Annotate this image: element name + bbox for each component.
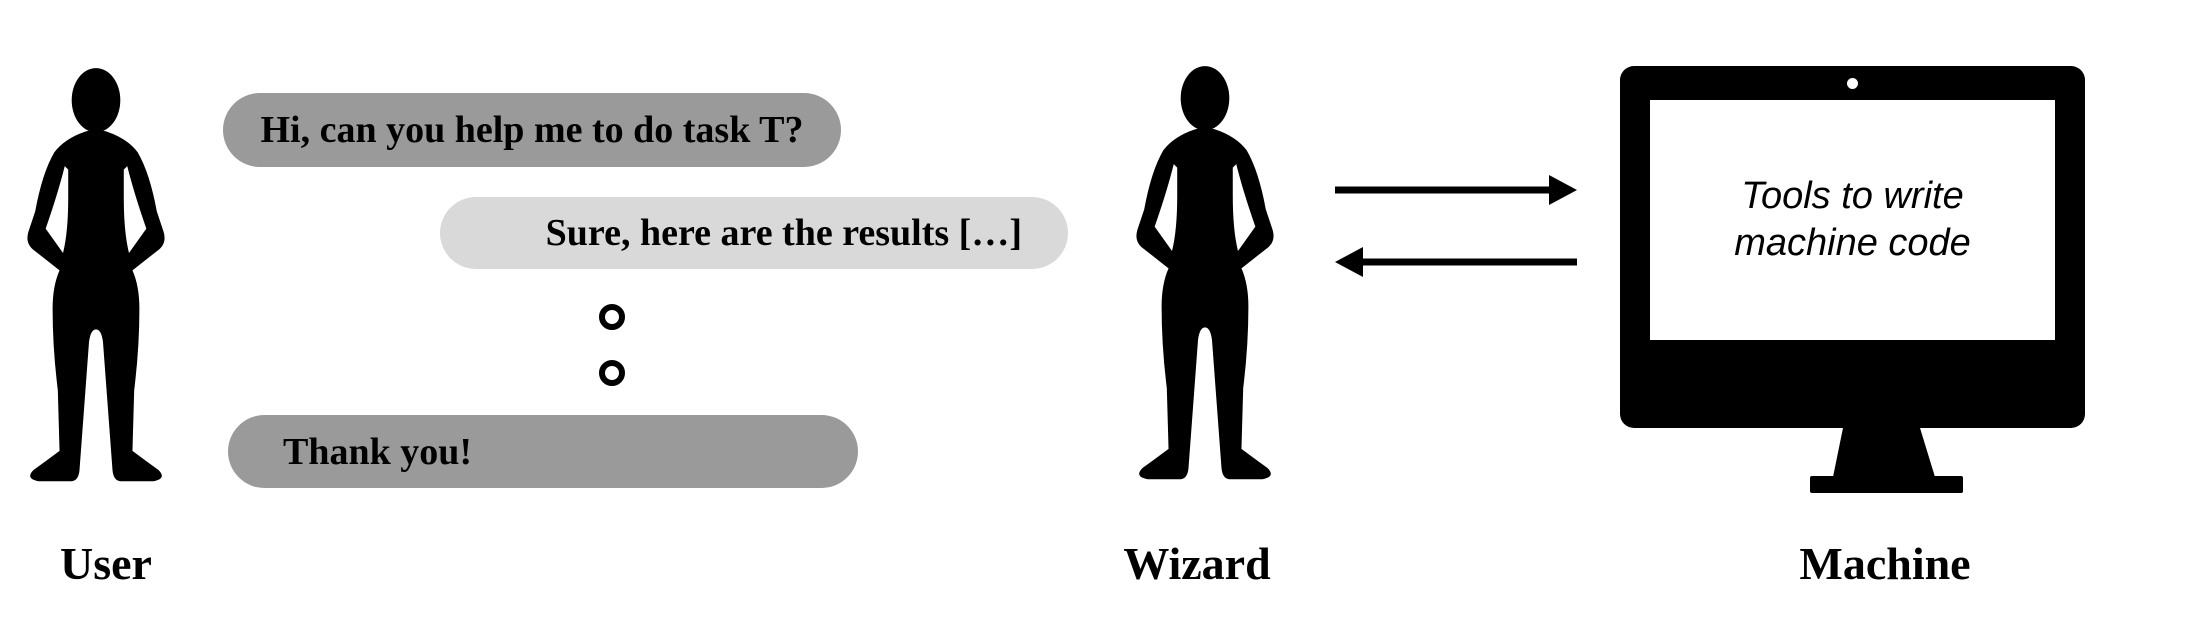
monitor-stand-base bbox=[1810, 476, 1963, 493]
continuation-dot bbox=[599, 304, 625, 330]
continuation-dot bbox=[599, 360, 625, 386]
wizard-label: Wizard bbox=[1123, 538, 1271, 589]
machine-label: Machine bbox=[1799, 538, 1971, 589]
message-bubble-wizard-reply: Sure, here are the results […] bbox=[440, 197, 1068, 269]
monitor-screen-text: Tools to write machine code bbox=[1734, 173, 1971, 267]
message-text: Thank you! bbox=[283, 430, 473, 473]
user-label: User bbox=[60, 538, 152, 589]
message-bubble-user-request: Hi, can you help me to do task T? bbox=[223, 93, 841, 167]
monitor-screen: Tools to write machine code bbox=[1650, 100, 2055, 340]
screen-text-line: Tools to write bbox=[1741, 175, 1964, 217]
message-text: Sure, here are the results […] bbox=[545, 212, 1022, 254]
message-bubble-user-thanks: Thank you! bbox=[228, 415, 858, 488]
message-text: Hi, can you help me to do task T? bbox=[260, 109, 804, 151]
monitor-stand-neck bbox=[1833, 427, 1935, 477]
user-person-icon bbox=[27, 68, 165, 482]
body-shape bbox=[1136, 127, 1274, 480]
head-shape bbox=[71, 68, 121, 133]
webcam-dot-icon bbox=[1847, 78, 1858, 89]
body-shape bbox=[27, 129, 165, 482]
screen-text-line: machine code bbox=[1734, 222, 1971, 264]
wizard-person-icon bbox=[1136, 66, 1274, 480]
arrow-left-icon bbox=[1335, 247, 1577, 277]
arrow-right-icon bbox=[1335, 175, 1577, 205]
head-shape bbox=[1180, 66, 1230, 131]
